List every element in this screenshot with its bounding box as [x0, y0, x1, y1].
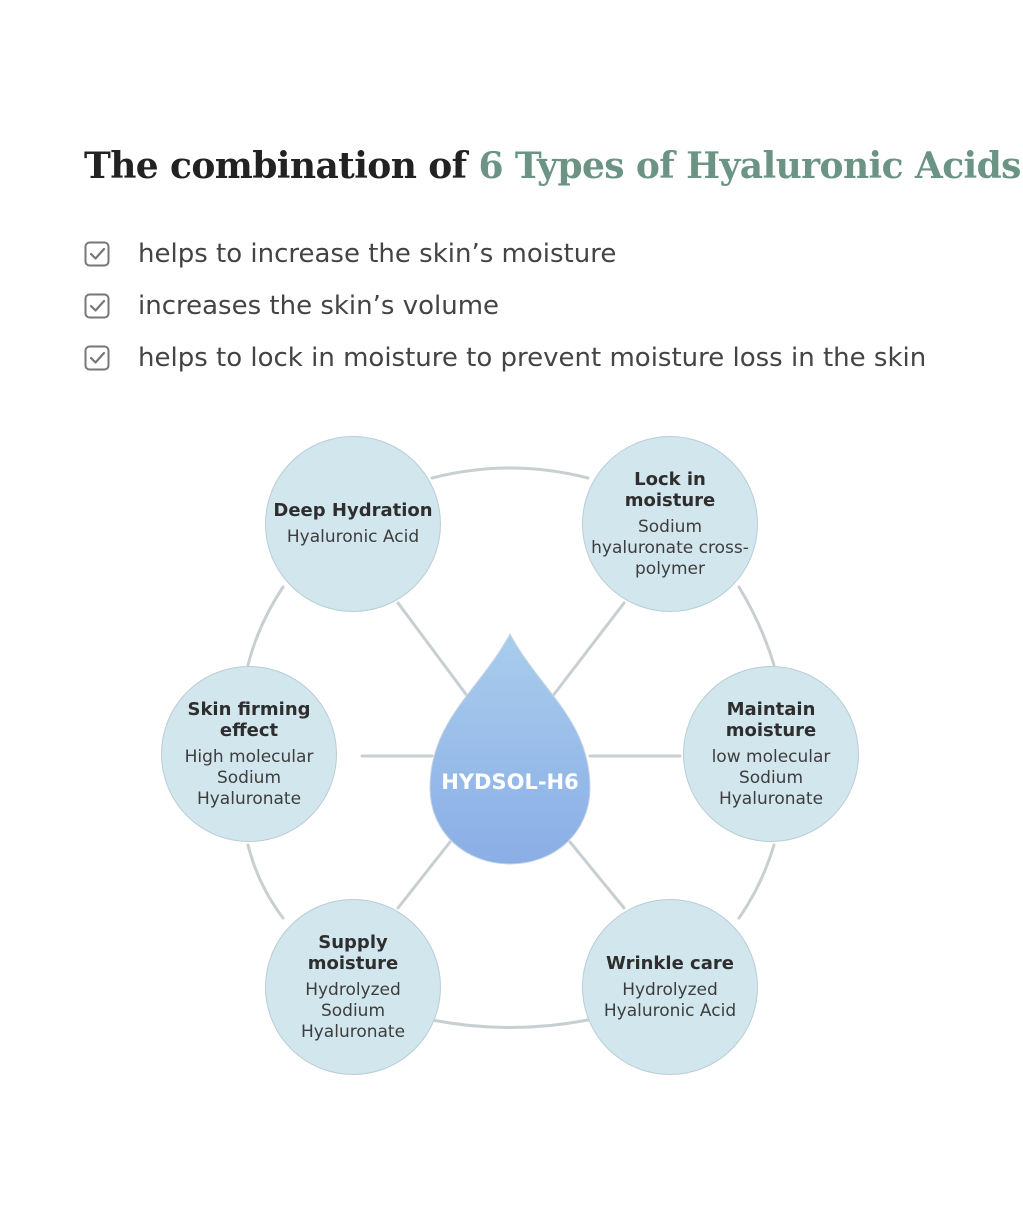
node-subtitle: low molecular Sodium Hyaluronate	[711, 746, 831, 809]
water-drop-icon	[429, 632, 591, 865]
node-supply-moisture: Supply moisture Hydrolyzed Sodium Hyalur…	[265, 899, 441, 1075]
ring-connector	[246, 843, 285, 920]
benefit-item: helps to lock in moisture to prevent moi…	[84, 332, 926, 384]
node-subtitle: High molecular Sodium Hyaluronate	[184, 746, 314, 809]
node-wrinkle-care: Wrinkle care Hydrolyzed Hyaluronic Acid	[582, 899, 758, 1075]
benefit-text: increases the skin’s volume	[138, 291, 500, 321]
ring-connector	[246, 585, 285, 667]
node-subtitle: Sodium hyaluronate cross-polymer	[591, 516, 749, 579]
node-skin-firming: Skin firming effect High molecular Sodiu…	[161, 666, 337, 842]
ring-connector	[737, 843, 776, 920]
node-title: Lock in moisture	[624, 468, 716, 511]
center-product-label: HYDSOL-H6	[441, 770, 579, 794]
ring-connector	[737, 585, 776, 667]
node-subtitle: Hyaluronic Acid	[286, 527, 420, 547]
node-lock-in-moisture: Lock in moisture Sodium hyaluronate cros…	[582, 436, 758, 612]
ring-connector	[430, 1018, 590, 1029]
node-subtitle: Hydrolyzed Hyaluronic Acid	[603, 979, 737, 1021]
spoke-connector	[396, 840, 452, 910]
spoke-connector	[550, 601, 626, 699]
checkbox-checked-icon	[84, 241, 110, 267]
benefit-text: helps to lock in moisture to prevent moi…	[138, 343, 927, 373]
node-title: Maintain moisture	[725, 698, 817, 741]
benefit-text: helps to increase the skin’s moisture	[138, 239, 617, 269]
node-subtitle: Hydrolyzed Sodium Hyaluronate	[300, 979, 406, 1042]
node-title: Deep Hydration	[273, 500, 433, 521]
ring-connector	[430, 466, 590, 480]
node-title: Supply moisture	[307, 931, 399, 974]
title-highlight: 6 Types of Hyaluronic Acids	[478, 145, 1021, 187]
node-title: Skin firming effect	[187, 698, 311, 741]
benefit-item: helps to increase the skin’s moisture	[84, 228, 926, 280]
page-title: The combination of 6 Types of Hyaluronic…	[84, 145, 1021, 187]
benefit-list: helps to increase the skin’s moisture in…	[84, 228, 926, 384]
title-prefix: The combination of	[84, 145, 467, 187]
spoke-connector	[568, 840, 626, 910]
benefit-item: increases the skin’s volume	[84, 280, 926, 332]
node-title: Wrinkle care	[606, 952, 734, 974]
node-deep-hydration: Deep Hydration Hyaluronic Acid	[265, 436, 441, 612]
checkbox-checked-icon	[84, 293, 110, 319]
node-maintain-moisture: Maintain moisture low molecular Sodium H…	[683, 666, 859, 842]
spoke-connector	[396, 601, 470, 699]
checkbox-checked-icon	[84, 345, 110, 371]
